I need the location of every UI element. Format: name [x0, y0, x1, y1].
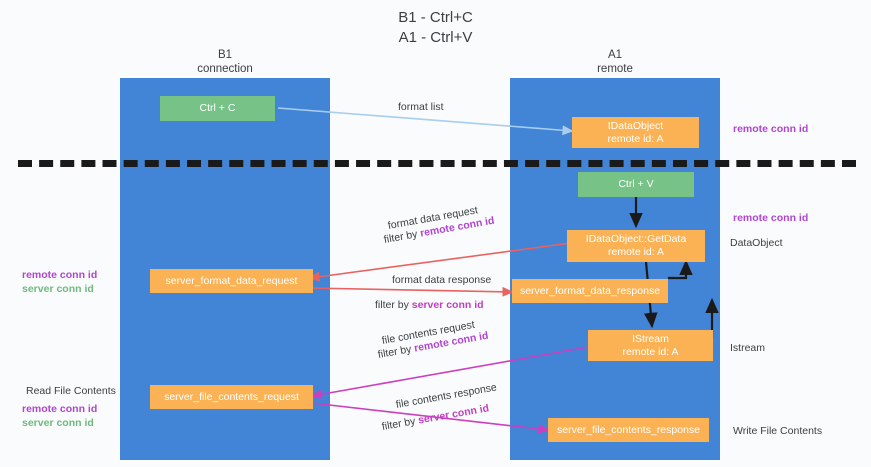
- edge-label-format-data-response: format data response: [392, 274, 492, 286]
- node-ctrl-c[interactable]: Ctrl + C: [160, 96, 275, 121]
- node-server-format-data-request[interactable]: server_format_data_request: [150, 269, 313, 293]
- node-istream-remote-id: remote id: A: [622, 345, 679, 358]
- node-server-format-data-request-label: server_format_data_request: [165, 274, 298, 287]
- annotation-remote-conn-id-top: remote conn id: [733, 123, 809, 135]
- annotation-conn-ids-bottom: remote conn id server conn id: [22, 402, 97, 430]
- node-server-file-contents-request-label: server_file_contents_request: [164, 390, 299, 403]
- arrow-format-data-response: [309, 286, 514, 297]
- page-title: B1 - Ctrl+C A1 - Ctrl+V: [0, 8, 871, 48]
- filter-prefix: filter by: [380, 414, 420, 433]
- lane-header-b1-role: connection: [197, 63, 253, 75]
- lane-header-a1: A1 remote: [510, 48, 720, 76]
- lane-header-b1-name: B1: [217, 49, 233, 61]
- annotation-server-conn-id-left-bottom: server conn id: [22, 417, 94, 429]
- node-idataobject-label: IDataObject: [607, 119, 664, 132]
- lane-header-b1: B1 connection: [120, 48, 330, 76]
- annotation-remote-conn-id-mid: remote conn id: [733, 212, 809, 224]
- node-idataobject-remote-id: remote id: A: [607, 132, 664, 145]
- node-idataobject-getdata-label: IDataObject::GetData: [585, 233, 687, 245]
- annotation-remote-conn-id-left-mid: remote conn id: [22, 269, 98, 281]
- node-server-file-contents-response-label: server_file_contents_response: [556, 423, 700, 436]
- annotation-read-file-contents: Read File Contents: [26, 385, 116, 397]
- node-server-file-contents-response[interactable]: server_file_contents_response: [548, 418, 709, 442]
- node-ctrl-c-label: Ctrl + C: [199, 102, 236, 114]
- node-ctrl-v[interactable]: Ctrl + V: [578, 172, 694, 197]
- title-line-2: A1 - Ctrl+V: [398, 29, 473, 46]
- node-server-file-contents-request[interactable]: server_file_contents_request: [150, 385, 313, 409]
- annotation-dataobject: DataObject: [730, 237, 783, 249]
- node-ctrl-v-label: Ctrl + V: [618, 178, 654, 190]
- lane-header-a1-name: A1: [607, 49, 623, 61]
- annotation-write-file-contents: Write File Contents: [733, 425, 823, 437]
- node-idataobject-getdata-remote-id: remote id: A: [607, 246, 665, 258]
- edge-label-format-data-response-filter: filter by server conn id: [375, 298, 484, 312]
- annotation-conn-ids-mid: remote conn id server conn id: [22, 268, 97, 296]
- node-server-format-data-response[interactable]: server_format_data_response: [512, 279, 668, 303]
- annotation-server-conn-id-left-mid: server conn id: [22, 283, 94, 295]
- node-server-format-data-response-label: server_format_data_response: [519, 284, 661, 297]
- node-idataobject[interactable]: IDataObject remote id: A: [572, 117, 699, 148]
- annotation-istream: Istream: [730, 342, 766, 354]
- filter-key-server-conn-id: server conn id: [411, 299, 484, 311]
- title-line-1: B1 - Ctrl+C: [398, 9, 473, 26]
- lane-header-a1-role: remote: [597, 63, 633, 75]
- node-idataobject-getdata[interactable]: IDataObject::GetData remote id: A: [567, 230, 705, 262]
- phase-divider: [18, 160, 856, 167]
- annotation-remote-conn-id-left-bottom: remote conn id: [22, 403, 98, 415]
- filter-prefix: filter by: [375, 299, 412, 311]
- node-istream[interactable]: IStream remote id: A: [588, 330, 713, 361]
- node-istream-label: IStream: [632, 332, 669, 345]
- edge-label-format-list: format list: [398, 101, 444, 113]
